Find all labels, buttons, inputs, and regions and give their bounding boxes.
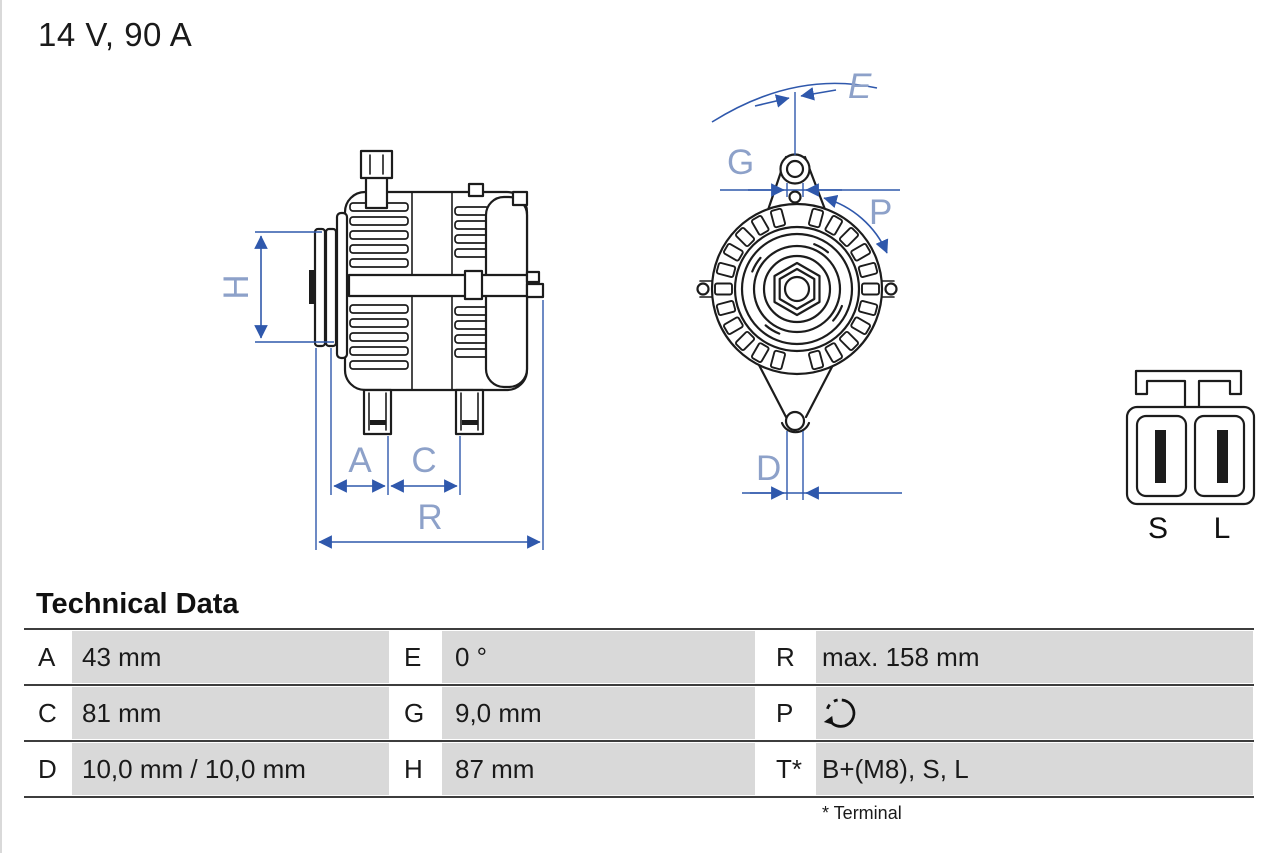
value-cell-bg	[816, 631, 1253, 683]
dim-label-p: P	[869, 193, 892, 232]
connector-drawing: S L	[1125, 369, 1256, 545]
dim-key: T*	[776, 754, 802, 784]
dim-key: R	[776, 642, 795, 672]
dim-label-e: E	[848, 67, 872, 106]
dim-key: H	[404, 754, 423, 784]
dim-value: 0 °	[455, 642, 488, 672]
dim-label-r: R	[417, 498, 442, 537]
value-cell-bg	[72, 743, 389, 795]
dim-value: 10,0 mm / 10,0 mm	[82, 754, 306, 784]
table-title: Technical Data	[36, 588, 239, 620]
front-view-drawing: E G P D	[696, 67, 902, 500]
table-divider	[24, 628, 1254, 630]
dim-key: A	[38, 642, 56, 672]
dim-value: 87 mm	[455, 754, 535, 784]
terminal-footnote: * Terminal	[822, 803, 902, 823]
value-cell-bg	[816, 743, 1253, 795]
dim-label-g: G	[727, 143, 754, 182]
connector-pin-label-s: S	[1148, 512, 1168, 545]
dim-key: C	[38, 698, 57, 728]
table-row: D 10,0 mm / 10,0 mm H 87 mm T* B+(M8), S…	[0, 742, 1280, 796]
dim-value: 9,0 mm	[455, 698, 542, 728]
dim-value: max. 158 mm	[822, 642, 980, 672]
value-cell-bg	[442, 743, 755, 795]
dim-label-h: H	[217, 274, 256, 299]
table-divider	[24, 684, 1254, 686]
table-divider	[24, 796, 1254, 798]
dim-key: D	[38, 754, 57, 784]
dim-value: 43 mm	[82, 642, 162, 672]
value-cell-bg	[442, 687, 755, 739]
dim-value: 81 mm	[82, 698, 162, 728]
dim-key: E	[404, 642, 422, 672]
dim-value: B+(M8), S, L	[822, 754, 969, 784]
technical-drawing: H A C R	[217, 67, 1256, 550]
dim-label-d: D	[756, 449, 781, 488]
table-divider	[24, 740, 1254, 742]
product-rating: 14 V, 90 A	[38, 16, 193, 53]
value-cell-bg	[816, 687, 1253, 739]
value-cell-bg	[72, 687, 389, 739]
dim-label-c: C	[411, 441, 436, 480]
rotation-clockwise-icon	[823, 698, 856, 728]
connector-pin-label-l: L	[1214, 512, 1231, 545]
dim-label-a: A	[348, 441, 372, 480]
value-cell-bg	[72, 631, 389, 683]
dim-key: P	[776, 698, 794, 728]
table-row: C 81 mm G 9,0 mm P	[0, 686, 1280, 740]
table-row: A 43 mm E 0 ° R max. 158 mm	[0, 630, 1280, 684]
page-edge	[0, 0, 2, 853]
dim-key: G	[404, 698, 425, 728]
value-cell-bg	[442, 631, 755, 683]
side-view-drawing: H A C R	[217, 149, 545, 550]
